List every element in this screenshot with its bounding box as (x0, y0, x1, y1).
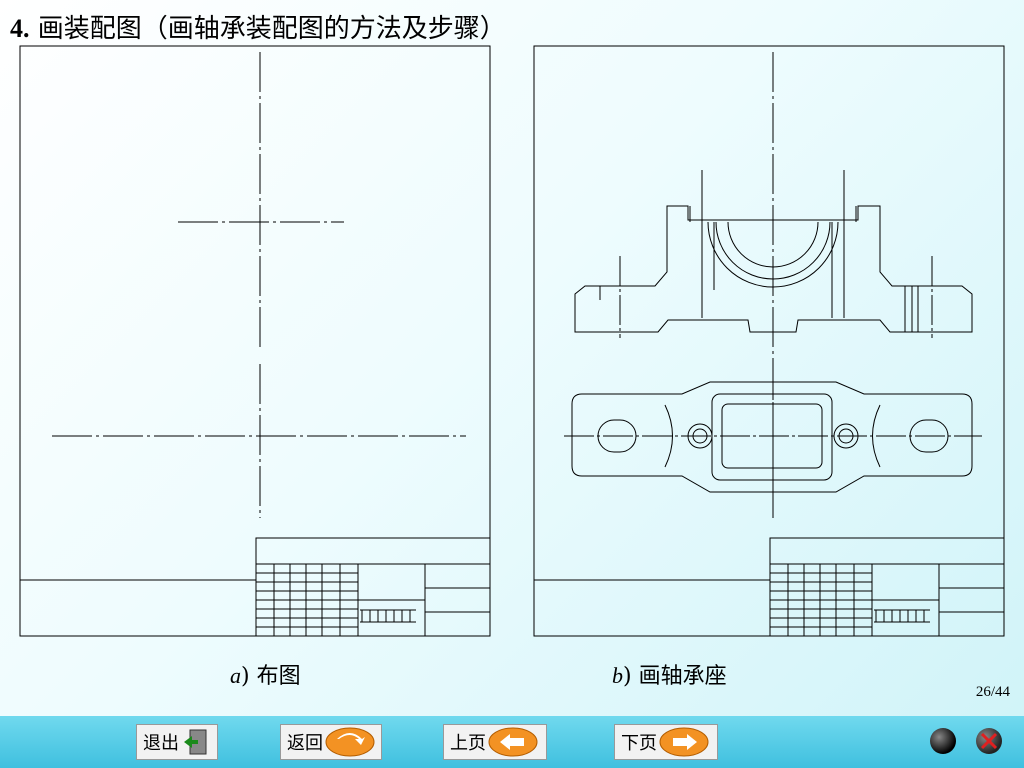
caption-a: a) 布图 (230, 663, 301, 689)
page-title: 4. 画装配图（画轴承装配图的方法及步骤） (10, 14, 506, 44)
page-number: 26/44 (975, 684, 1010, 700)
return-arrow-icon (325, 727, 375, 757)
drawing-a-layout (19, 45, 491, 637)
next-page-button[interactable]: 下页 (614, 724, 718, 760)
exit-door-icon (184, 729, 207, 755)
prev-page-button[interactable]: 上页 (443, 724, 547, 760)
left-arrow-icon (488, 727, 538, 757)
drawing-b-bearing-seat (533, 45, 1005, 637)
bottom-navigation-bar: 退出 返回 上页 下页 (0, 716, 1024, 768)
back-button[interactable]: 返回 (280, 724, 382, 760)
record-icon[interactable] (930, 728, 956, 754)
mute-icon[interactable] (976, 728, 1002, 754)
exit-button[interactable]: 退出 (136, 724, 218, 760)
right-arrow-icon (659, 727, 709, 757)
caption-b: b) 画轴承座 (612, 663, 727, 689)
